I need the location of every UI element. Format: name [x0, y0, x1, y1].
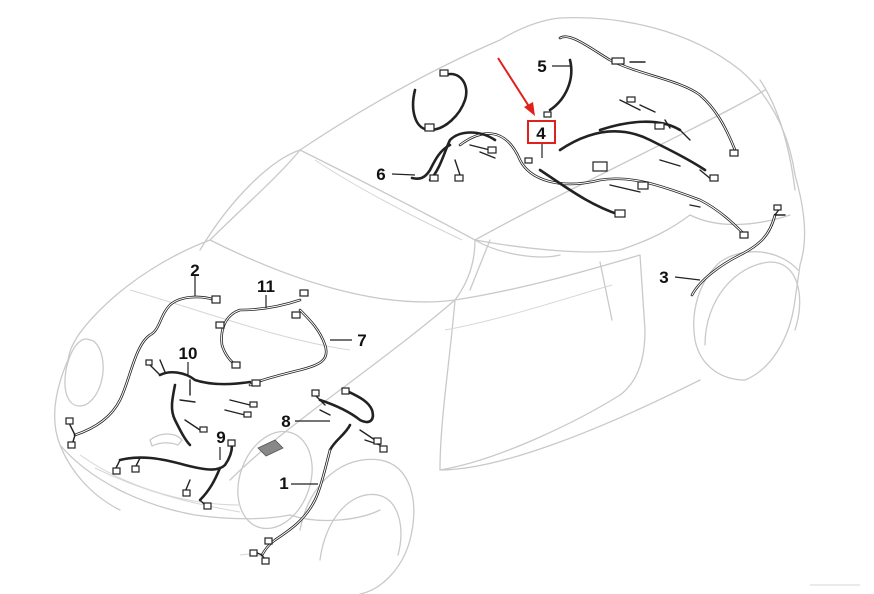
- harness-10: [145, 359, 258, 447]
- callout-8: 8: [281, 412, 290, 431]
- harness-2: [65, 295, 221, 449]
- car-body-outline: [54, 16, 860, 594]
- callout-1: 1: [279, 474, 288, 493]
- callout-11: 11: [257, 277, 275, 296]
- harness-9: [112, 439, 236, 510]
- callout-5: 5: [537, 57, 546, 76]
- harness-8: [257, 387, 388, 457]
- callout-2: 2: [190, 261, 199, 280]
- harness-6: [410, 69, 497, 182]
- highlight-callout-4: [497, 57, 556, 144]
- harness-5: [543, 35, 739, 157]
- callout-7: 7: [357, 331, 366, 350]
- harness-3: [690, 204, 786, 297]
- callout-labels: 4 5 6 3 2 11 7 10 8 9 1: [179, 57, 669, 493]
- callout-3: 3: [659, 268, 668, 287]
- harness-11-7: [215, 289, 328, 387]
- harness-4: [458, 96, 749, 239]
- highlight-box: [527, 120, 556, 144]
- callout-9: 9: [216, 428, 225, 447]
- harness-1: [249, 448, 332, 565]
- callout-10: 10: [179, 344, 198, 363]
- callout-4: 4: [536, 124, 546, 143]
- callout-leaders: [187, 65, 701, 485]
- callout-6: 6: [376, 165, 385, 184]
- red-arrow-head: [524, 102, 535, 116]
- red-arrow: [497, 57, 531, 109]
